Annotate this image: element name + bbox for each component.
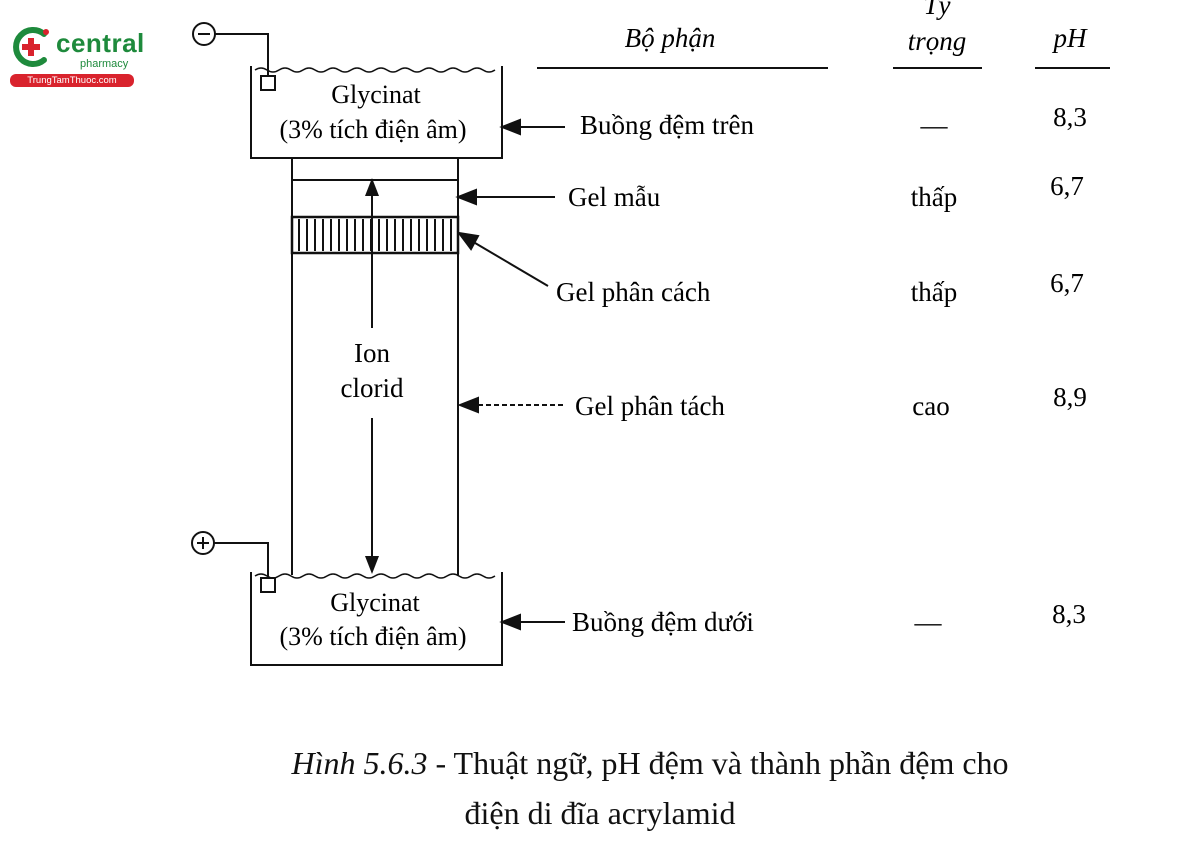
ion-label-line2: clorid	[341, 373, 404, 403]
ion-label-line1: Ion	[354, 338, 390, 368]
lower-buffer-chamber: Glycinat (3% tích điện âm)	[250, 572, 503, 666]
upper-buffer-chamber: Glycinat (3% tích điện âm)	[250, 66, 503, 159]
table-row: Buồng đệm dưới — 8,3	[572, 599, 1086, 637]
row-component: Gel mẫu	[568, 182, 661, 212]
caption-text: - Thuật ngữ, pH đệm và thành phần đệm ch…	[427, 745, 1009, 781]
row-density: cao	[912, 391, 949, 421]
logo-c-icon	[13, 27, 49, 67]
logo-sub: pharmacy	[80, 58, 129, 70]
central-pharmacy-logo: central pharmacy TrungTamThuoc.com	[8, 22, 144, 92]
row-ph: 8,9	[1053, 382, 1087, 412]
lower-chamber-line2: (3% tích điện âm)	[280, 622, 467, 651]
logo-banner: TrungTamThuoc.com	[10, 74, 134, 87]
arrow-stacking-gel	[456, 231, 549, 287]
table-row: Gel mẫu thấp 6,7	[568, 171, 1084, 212]
row-component: Gel phân cách	[556, 277, 711, 307]
figure-number: Hình 5.6.3	[291, 745, 428, 781]
logo-brand: central	[56, 28, 145, 58]
arrow-upper-chamber	[499, 118, 565, 136]
row-density: thấp	[911, 277, 958, 307]
upper-chamber-line2: (3% tích điện âm)	[280, 115, 467, 144]
table-row: Buồng đệm trên — 8,3	[580, 102, 1087, 140]
ion-migration-arrow: Ion clorid	[341, 178, 404, 574]
row-density: —	[920, 110, 949, 140]
arrow-sample-gel	[455, 188, 555, 206]
header-density-line2: trọng	[908, 26, 967, 56]
arrow-lower-chamber	[499, 613, 565, 631]
row-density: —	[914, 607, 943, 637]
disc-electrophoresis-diagram: Glycinat (3% tích điện âm)	[191, 0, 1110, 666]
negative-electrode	[192, 22, 276, 91]
row-component: Buồng đệm dưới	[572, 607, 754, 637]
figure-caption-line2: điện di đĩa acrylamid	[464, 795, 736, 831]
row-component: Buồng đệm trên	[580, 110, 754, 140]
stacking-gel-band	[290, 215, 460, 255]
upper-chamber-line1: Glycinat	[331, 80, 421, 109]
row-ph: 8,3	[1053, 102, 1087, 132]
figure-caption-line1: Hình 5.6.3 - Thuật ngữ, pH đệm và thành …	[0, 745, 1200, 782]
row-ph: 6,7	[1050, 171, 1084, 201]
header-component: Bộ phận	[625, 23, 716, 53]
lower-chamber-line1: Glycinat	[330, 588, 420, 617]
arrow-separating-gel	[457, 396, 565, 414]
header-ph: pH	[1052, 23, 1089, 53]
header-density-line1: Tỷ	[924, 0, 951, 20]
table-row: Gel phân cách thấp 6,7	[556, 268, 1084, 307]
row-ph: 6,7	[1050, 268, 1084, 298]
row-component: Gel phân tách	[575, 391, 725, 421]
table-row: Gel phân tách cao 8,9	[575, 382, 1087, 421]
row-density: thấp	[911, 182, 958, 212]
table-header: Bộ phận Tỷ trọng pH	[537, 0, 1110, 69]
row-ph: 8,3	[1052, 599, 1086, 629]
positive-electrode	[191, 531, 276, 593]
